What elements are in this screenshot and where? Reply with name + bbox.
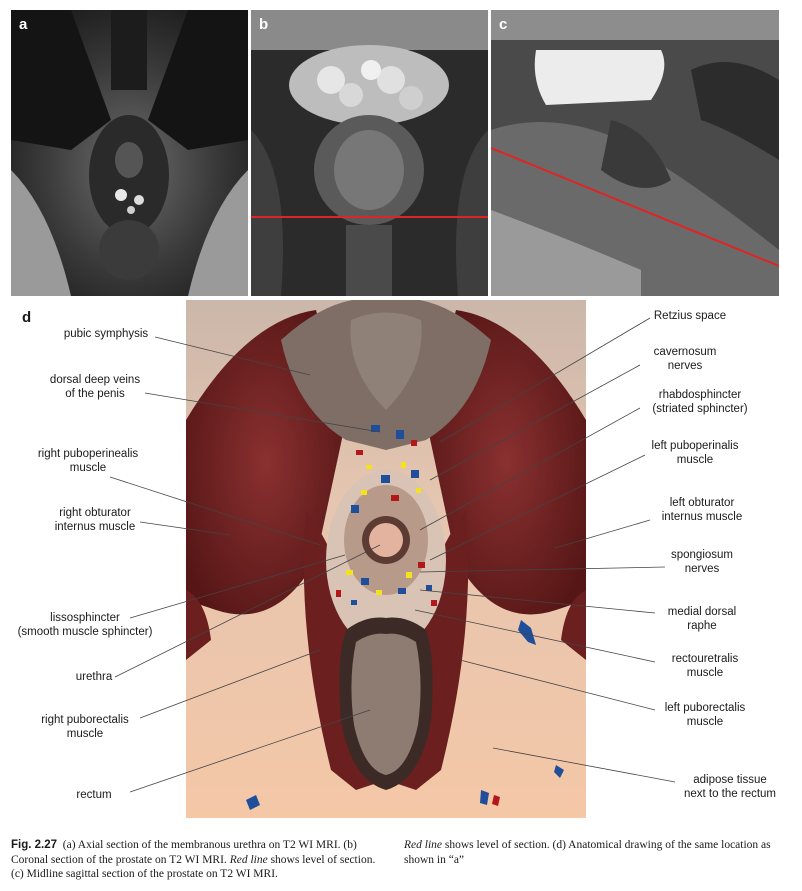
label-left-puboperinalis: left puboperinalis muscle <box>651 440 739 466</box>
caption-text-left-2: shows level of section. (c) Midline sagi… <box>11 853 376 881</box>
figure-caption-right: Red line shows level of section. (d) Ana… <box>404 838 779 867</box>
label-urethra: urethra <box>75 671 113 683</box>
panel-label-a: a <box>19 16 28 33</box>
mri-panel-c: c <box>491 10 779 296</box>
caption-italic-left: Red line <box>229 853 268 866</box>
label-right-puborectalis: right puborectalis muscle <box>41 714 129 740</box>
label-retzius-space: Retzius space <box>653 310 727 322</box>
anatomical-drawing <box>186 300 586 818</box>
mri-panel-a: a <box>11 10 248 296</box>
mri-panel-b: b <box>251 10 488 296</box>
mri-coronal-image <box>251 10 488 296</box>
label-pubic-symphysis: pubic symphysis <box>63 328 149 340</box>
label-left-puborectalis: left puborectalis muscle <box>664 702 746 728</box>
mri-sagittal-image <box>491 10 779 296</box>
figure-number: Fig. 2.27 <box>11 839 58 851</box>
label-adipose-tissue: adipose tissue next to the rectum <box>683 774 777 800</box>
label-spongiosum-nerves: spongiosum nerves <box>670 549 733 575</box>
panel-label-d: d <box>22 309 32 326</box>
label-medial-dorsal-raphe: medial dorsal raphe <box>667 606 737 632</box>
label-rectouretralis: rectouretralis muscle <box>671 653 739 679</box>
caption-text-left-1: (a) Axial section of the membranous uret… <box>11 839 357 866</box>
label-right-puboperinealis: right puboperinealis muscle <box>37 448 139 474</box>
rectum-lumen <box>351 633 421 775</box>
label-right-obturator: right obturator internus muscle <box>54 507 136 533</box>
section-line-c <box>491 147 779 267</box>
figure-caption-left: Fig. 2.27 (a) Axial section of the membr… <box>11 838 389 882</box>
panel-label-b: b <box>259 16 269 33</box>
anatomy-illustration <box>186 300 586 818</box>
panel-label-c: c <box>499 16 508 33</box>
label-rhabdosphincter: rhabdosphincter (striated sphincter) <box>652 389 748 415</box>
mri-axial-image <box>11 10 248 296</box>
label-rectum: rectum <box>76 789 112 801</box>
neurovascular-dots <box>246 425 564 810</box>
caption-italic-right: Red line <box>404 839 442 851</box>
caption-text-right: shows level of section. (d) Anatomical d… <box>404 839 771 866</box>
label-lissosphincter: lissosphincter (smooth muscle sphincter) <box>17 612 153 638</box>
label-dorsal-deep-veins: dorsal deep veins of the penis <box>49 374 141 400</box>
label-cavernosum-nerves: cavernosum nerves <box>653 346 717 372</box>
label-left-obturator: left obturator internus muscle <box>661 497 743 523</box>
urethra-lumen <box>369 523 403 557</box>
